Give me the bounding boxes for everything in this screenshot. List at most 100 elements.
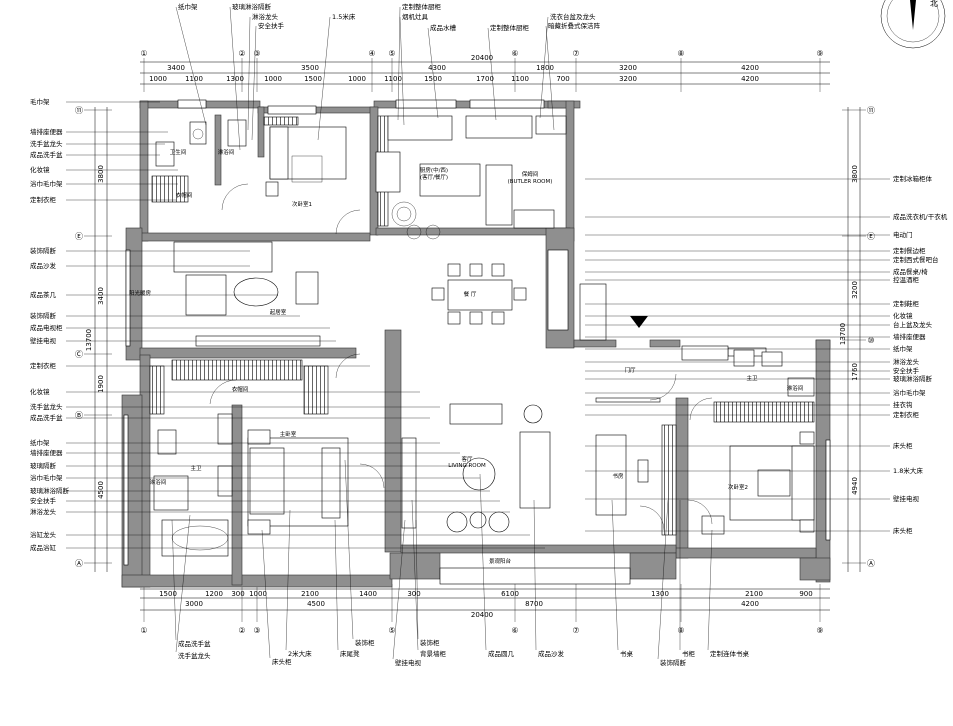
room-sublabel: (BUTLER ROOM) bbox=[508, 179, 553, 185]
annotation-label-right: 控温酒柜 bbox=[893, 275, 920, 284]
dimension-bottom-major: 4500 bbox=[307, 600, 325, 608]
annotation-label-top: 定制整体厨柜 bbox=[402, 2, 442, 11]
axis-marker-bottom: ⑤ bbox=[388, 626, 395, 635]
axis-marker-bottom: ① bbox=[140, 626, 147, 635]
furniture bbox=[153, 119, 815, 557]
dimension-lines bbox=[84, 58, 866, 622]
dimension-right: 3800 bbox=[851, 165, 859, 183]
annotation-label-left: 成品浴缸 bbox=[30, 543, 57, 552]
annotation-label-right: 定制餐边柜 bbox=[893, 246, 926, 255]
axis-marker-top: ⑧ bbox=[677, 49, 684, 58]
annotation-label-bottom: 成品洗手盆 bbox=[178, 639, 211, 648]
room-label: 次卧室2 bbox=[728, 483, 748, 491]
dimension-top-minor: 3200 bbox=[619, 75, 637, 83]
annotation-label-right: 定制衣柜 bbox=[893, 410, 920, 419]
windows bbox=[123, 99, 831, 566]
annotation-label-left: 浴巾毛巾架 bbox=[30, 473, 63, 482]
dimension-right: 1760 bbox=[851, 363, 859, 381]
axis-marker-right: Ⓔ bbox=[867, 232, 875, 241]
annotation-label-bottom: 2米大床 bbox=[288, 649, 312, 658]
dimension-top-total: 20400 bbox=[471, 54, 493, 62]
room-label: 卫生间 bbox=[170, 148, 187, 156]
annotation-label-right: 墙排座便器 bbox=[893, 332, 926, 341]
annotation-label-left: 成品沙发 bbox=[30, 261, 57, 270]
axis-marker-top: ② bbox=[238, 49, 245, 58]
dimension-bottom-minor: 300 bbox=[231, 590, 244, 598]
annotation-label-right: 台上盆及龙头 bbox=[893, 320, 933, 329]
annotation-label-right: 浴巾毛巾架 bbox=[893, 388, 926, 397]
annotation-label-left: 壁挂电视 bbox=[30, 336, 57, 345]
annotation-label-right: 1.8米大床 bbox=[893, 466, 923, 475]
room-label: 淋浴间 bbox=[218, 148, 235, 156]
annotation-label-left: 墙排座便器 bbox=[30, 127, 63, 136]
dimension-top-minor: 1500 bbox=[424, 75, 442, 83]
annotation-label-left: 浴缸龙头 bbox=[30, 530, 57, 539]
dimension-top-minor: 1000 bbox=[348, 75, 366, 83]
annotation-label-right: 淋浴龙头 bbox=[893, 357, 920, 366]
annotation-label-left: 化妆镜 bbox=[30, 165, 50, 174]
annotation-label-top: 玻璃淋浴隔断 bbox=[232, 2, 272, 11]
room-label: 主卫 bbox=[746, 374, 758, 382]
annotation-label-left: 装饰隔断 bbox=[30, 311, 57, 320]
annotation-label-bottom: 床尾凳 bbox=[340, 649, 360, 658]
dimension-bottom-minor: 1500 bbox=[159, 590, 177, 598]
axis-marker-right: Ⓐ bbox=[867, 559, 875, 568]
annotation-label-bottom: 洗手盆龙头 bbox=[178, 651, 211, 660]
axis-marker-left: Ⓔ bbox=[75, 232, 83, 241]
annotation-label-bottom: 背景墙柜 bbox=[420, 649, 447, 658]
annotation-label-right: 挂衣钩 bbox=[893, 400, 913, 409]
dimension-top-minor: 700 bbox=[556, 75, 569, 83]
annotation-label-right: 床头柜 bbox=[893, 441, 913, 450]
room-label: 阳光暖房 bbox=[129, 289, 152, 297]
annotation-label-left: 化妆镜 bbox=[30, 387, 50, 396]
dimension-left-total: 13700 bbox=[85, 329, 93, 351]
dimension-top-minor: 1100 bbox=[185, 75, 203, 83]
axis-marker-left: Ⓒ bbox=[75, 350, 83, 359]
annotation-label-bottom: 书柜 bbox=[682, 649, 696, 658]
dimension-bottom-total: 20400 bbox=[471, 611, 493, 619]
annotation-label-right: 定制鞋柜 bbox=[893, 299, 920, 308]
annotation-label-left: 成品茶几 bbox=[30, 290, 57, 299]
annotation-label-top: 安全扶手 bbox=[258, 21, 285, 30]
annotation-label-bottom: 壁挂电视 bbox=[395, 658, 422, 667]
annotation-label-left: 淋浴龙头 bbox=[30, 507, 57, 516]
room-label: 主卧室 bbox=[280, 430, 297, 438]
annotation-label-bottom: 装饰柜 bbox=[355, 638, 375, 647]
annotation-labels: 纸巾架玻璃淋浴隔断淋浴龙头安全扶手1.5米床定制整体厨柜烟机灶具成品水槽定制整体… bbox=[30, 2, 948, 667]
dimension-top-major: 3200 bbox=[619, 64, 637, 72]
room-label: 厨房(中/西) bbox=[420, 166, 448, 174]
room-label: 淋浴间 bbox=[150, 478, 167, 486]
dimension-top-minor: 1000 bbox=[149, 75, 167, 83]
axis-marker-bottom: ⑧ bbox=[677, 626, 684, 635]
axis-marker-left: Ⓑ bbox=[75, 411, 83, 420]
annotation-label-right: 定制西式餐吧台 bbox=[893, 255, 939, 264]
room-label: 衣帽间 bbox=[232, 385, 249, 393]
axis-marker-top: ⑨ bbox=[816, 49, 823, 58]
annotation-label-left: 成品洗手盆 bbox=[30, 150, 63, 159]
room-label: 书房 bbox=[612, 472, 624, 480]
door-swings bbox=[209, 183, 713, 531]
annotation-label-left: 洗手盆龙头 bbox=[30, 402, 63, 411]
room-label: 衣帽间 bbox=[176, 191, 193, 199]
axis-marker-top: ⑤ bbox=[388, 49, 395, 58]
annotation-label-top: 洗衣台盆及龙头 bbox=[550, 12, 596, 21]
dimension-top-minor: 1500 bbox=[304, 75, 322, 83]
axis-marker-top: ⑥ bbox=[511, 49, 518, 58]
dimension-bottom-major: 3000 bbox=[185, 600, 203, 608]
room-label: 主卫 bbox=[190, 464, 202, 472]
dimension-top-major: 4300 bbox=[428, 64, 446, 72]
annotation-label-right: 床头柜 bbox=[893, 526, 913, 535]
annotation-label-top: 淋浴龙头 bbox=[252, 12, 279, 21]
room-labels: 卫生间淋浴间衣帽间次卧室1厨房(中/西)保姆间阳光暖房起居室餐 厅衣帽间主卧室主… bbox=[129, 148, 803, 565]
dimension-bottom-minor: 1400 bbox=[359, 590, 377, 598]
dimension-top-major: 4200 bbox=[741, 64, 759, 72]
annotation-label-top: 暗藏折叠式保洁阵 bbox=[548, 21, 601, 30]
axis-marker-left: ⑪ bbox=[75, 106, 83, 115]
dimension-bottom-minor: 900 bbox=[799, 590, 812, 598]
dimension-bottom-major: 4200 bbox=[741, 600, 759, 608]
annotation-label-left: 定制衣柜 bbox=[30, 195, 57, 204]
dimension-left: 3800 bbox=[97, 165, 105, 183]
